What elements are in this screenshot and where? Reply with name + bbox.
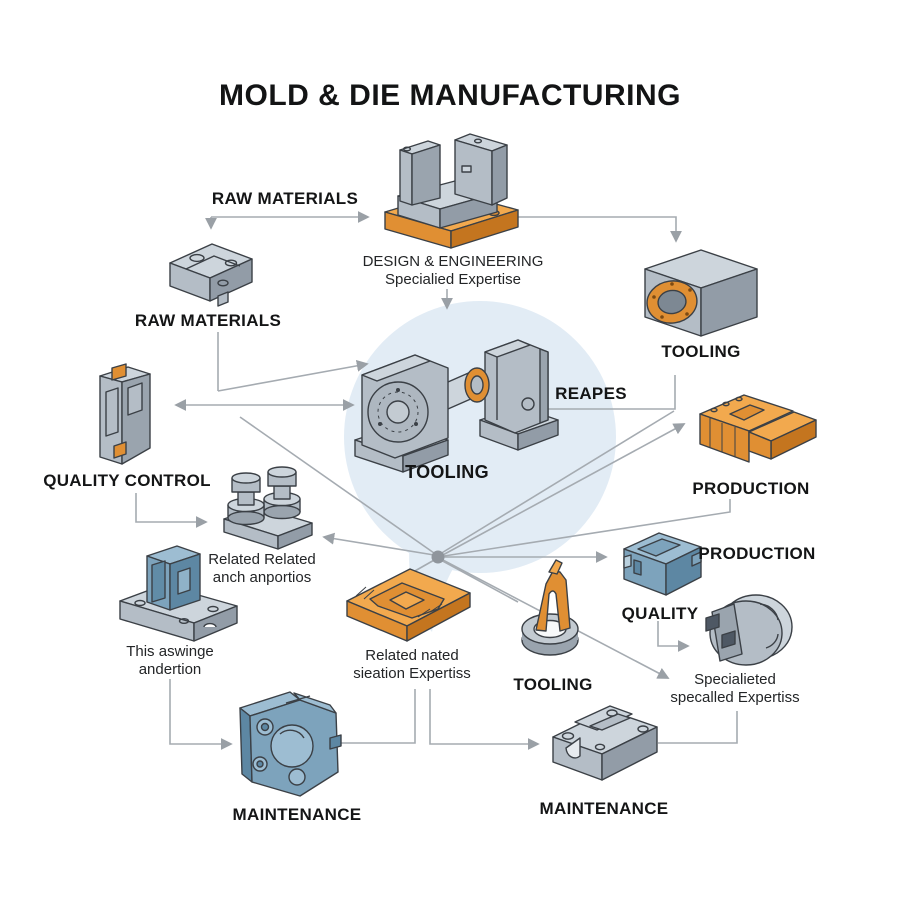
orange-plate-label: Related nated sieation Expertiss xyxy=(322,647,502,684)
tooling-center-label: TOOLING xyxy=(405,462,489,482)
maintenance-left-label: MAINTENANCE xyxy=(232,805,362,824)
related-posts-label: Related Related anch anportios xyxy=(172,551,352,588)
page-title: MOLD & DIE MANUFACTURING xyxy=(219,79,681,112)
hub-dot xyxy=(431,550,445,564)
production-blue-part xyxy=(623,532,702,596)
aswinge-bracket-part xyxy=(119,545,238,642)
maintenance-right-label: MAINTENANCE xyxy=(539,799,669,818)
quality-control-label: QUALITY CONTROL xyxy=(43,471,211,490)
production-orange-part xyxy=(699,394,817,463)
related-posts-label-line2: anch anportios xyxy=(212,569,312,587)
production-blue-label: PRODUCTION xyxy=(698,544,816,563)
related-posts-part xyxy=(223,466,313,550)
connector-lines xyxy=(135,211,738,750)
design-engineering-label-line2: Specialied Expertise xyxy=(385,271,521,289)
design-engineering-label-line1: DESIGN & ENGINEERING xyxy=(362,253,544,270)
orange-mold-plate-part xyxy=(346,568,471,642)
specialieted-label: Specialieted specalled Expertiss xyxy=(645,671,825,708)
specialieted-housing-part xyxy=(705,594,793,666)
specialieted-label-line2: specalled Expertiss xyxy=(670,689,800,707)
quality-control-part xyxy=(99,363,151,465)
aswinge-label-line1: This aswinge xyxy=(126,643,214,660)
tooling-center-part xyxy=(354,339,559,473)
tooling-top-right-label: TOOLING xyxy=(661,342,741,361)
orange-plate-label-line2: sieation Expertiss xyxy=(353,665,471,683)
maintenance-gray-part xyxy=(552,705,658,781)
aswinge-label-line2: andertion xyxy=(138,661,202,679)
quality-label: QUALITY xyxy=(621,604,699,623)
maintenance-blue-part xyxy=(239,691,342,797)
design-engineering-label: DESIGN & ENGINEERING Specialied Expertis… xyxy=(323,253,583,290)
production-orange-label: PRODUCTION xyxy=(692,479,810,498)
raw-materials-flow-label: RAW MATERIALS xyxy=(211,189,359,208)
tooling-top-right-part xyxy=(644,249,758,337)
raw-materials-part xyxy=(169,243,253,307)
reapes-label: REAPES xyxy=(555,384,627,403)
aswinge-label: This aswinge andertion xyxy=(80,643,260,680)
tooling-clamp-label: TOOLING xyxy=(513,675,593,694)
related-posts-label-line1: Related Related xyxy=(208,551,316,568)
design-engineering-part xyxy=(384,133,519,249)
specialieted-label-line1: Specialieted xyxy=(694,671,776,688)
tooling-clamp-part xyxy=(521,559,579,656)
raw-materials-node-label: RAW MATERIALS xyxy=(134,311,282,330)
orange-plate-label-line1: Related nated xyxy=(365,647,459,664)
